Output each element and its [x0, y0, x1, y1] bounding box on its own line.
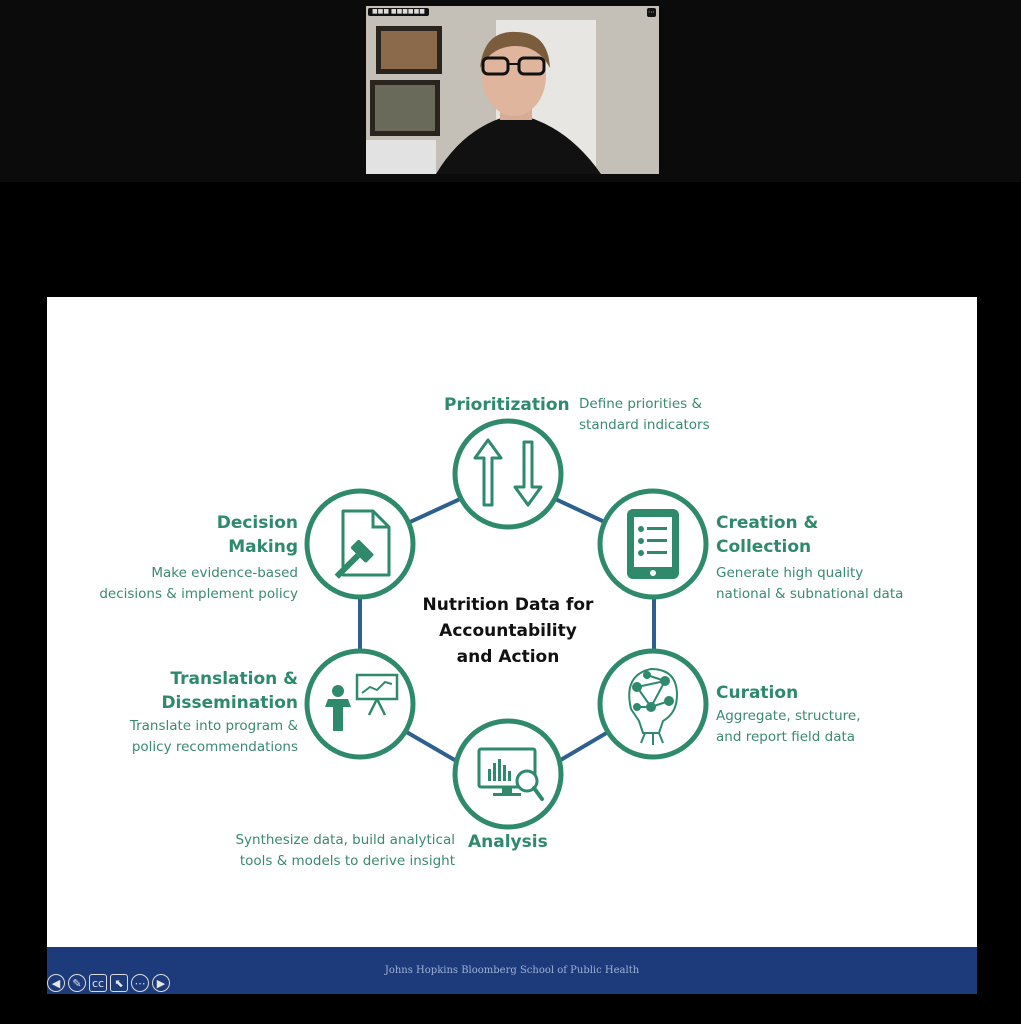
stage-title-translation: Translation & Dissemination	[161, 669, 298, 713]
stage-desc-decision: Make evidence-based decisions & implemen…	[99, 565, 298, 602]
stage-curation-node	[597, 648, 709, 760]
stage-desc-curation: Aggregate, structure, and report field d…	[716, 708, 861, 745]
previous-slide-icon[interactable]: ◀	[47, 974, 65, 992]
stage-title-decision: Decision Making	[216, 513, 298, 557]
center-title-line-3: and Action	[456, 647, 560, 667]
center-title-line-1: Nutrition Data for	[422, 595, 594, 615]
center-title: Nutrition Data for Accountability and Ac…	[398, 592, 618, 670]
participant-video	[366, 6, 659, 174]
footer-institution: Johns Hopkins Bloomberg School of Public…	[384, 965, 640, 976]
slide-footer: Johns Hopkins Bloomberg School of Public…	[47, 947, 977, 994]
tablet-checklist-icon	[627, 509, 679, 579]
network-head-icon	[628, 667, 679, 745]
gavel-document-icon	[334, 509, 391, 579]
presentation-controls: ◀ ✎ cc ⬉ ⋯ ▶	[47, 972, 170, 994]
stage-translation-node	[304, 648, 416, 760]
stage-desc-prioritization: Define priorities & standard indicators	[579, 396, 710, 433]
up-down-arrows-icon	[473, 438, 543, 507]
next-slide-icon[interactable]: ▶	[152, 974, 170, 992]
stage-analysis-node	[452, 718, 564, 830]
stage-title-curation: Curation	[716, 683, 799, 703]
more-options-icon[interactable]: ⋯	[131, 974, 149, 992]
stage-prioritization-node	[452, 418, 564, 530]
stage-title-analysis: Analysis	[468, 832, 548, 852]
more-icon[interactable]: ⋯	[647, 8, 656, 17]
stage-title-creation: Creation & Collection	[716, 513, 819, 557]
pointer-icon[interactable]: ⬉	[110, 974, 128, 992]
presentation-slide: Nutrition Data for Accountability and Ac…	[47, 297, 977, 994]
monitor-magnifier-icon	[477, 747, 544, 801]
stage-decision-node	[304, 488, 416, 600]
center-title-line-2: Accountability	[439, 621, 577, 641]
presenter-easel-icon	[325, 673, 399, 731]
stage-desc-analysis: Synthesize data, build analytical tools …	[235, 832, 455, 869]
stage-title-prioritization: Prioritization	[444, 395, 570, 415]
participant-name-label: ■■■ ■■■■■■	[368, 8, 429, 16]
stage-creation-node	[597, 488, 709, 600]
stage-desc-creation: Generate high quality national & subnati…	[716, 565, 904, 602]
captions-icon[interactable]: cc	[89, 974, 107, 992]
participant-video-tile[interactable]: ■■■ ■■■■■■ ⋯	[366, 6, 659, 174]
pen-icon[interactable]: ✎	[68, 974, 86, 992]
cycle-diagram	[304, 418, 709, 830]
stage-desc-translation: Translate into program & policy recommen…	[129, 718, 298, 755]
